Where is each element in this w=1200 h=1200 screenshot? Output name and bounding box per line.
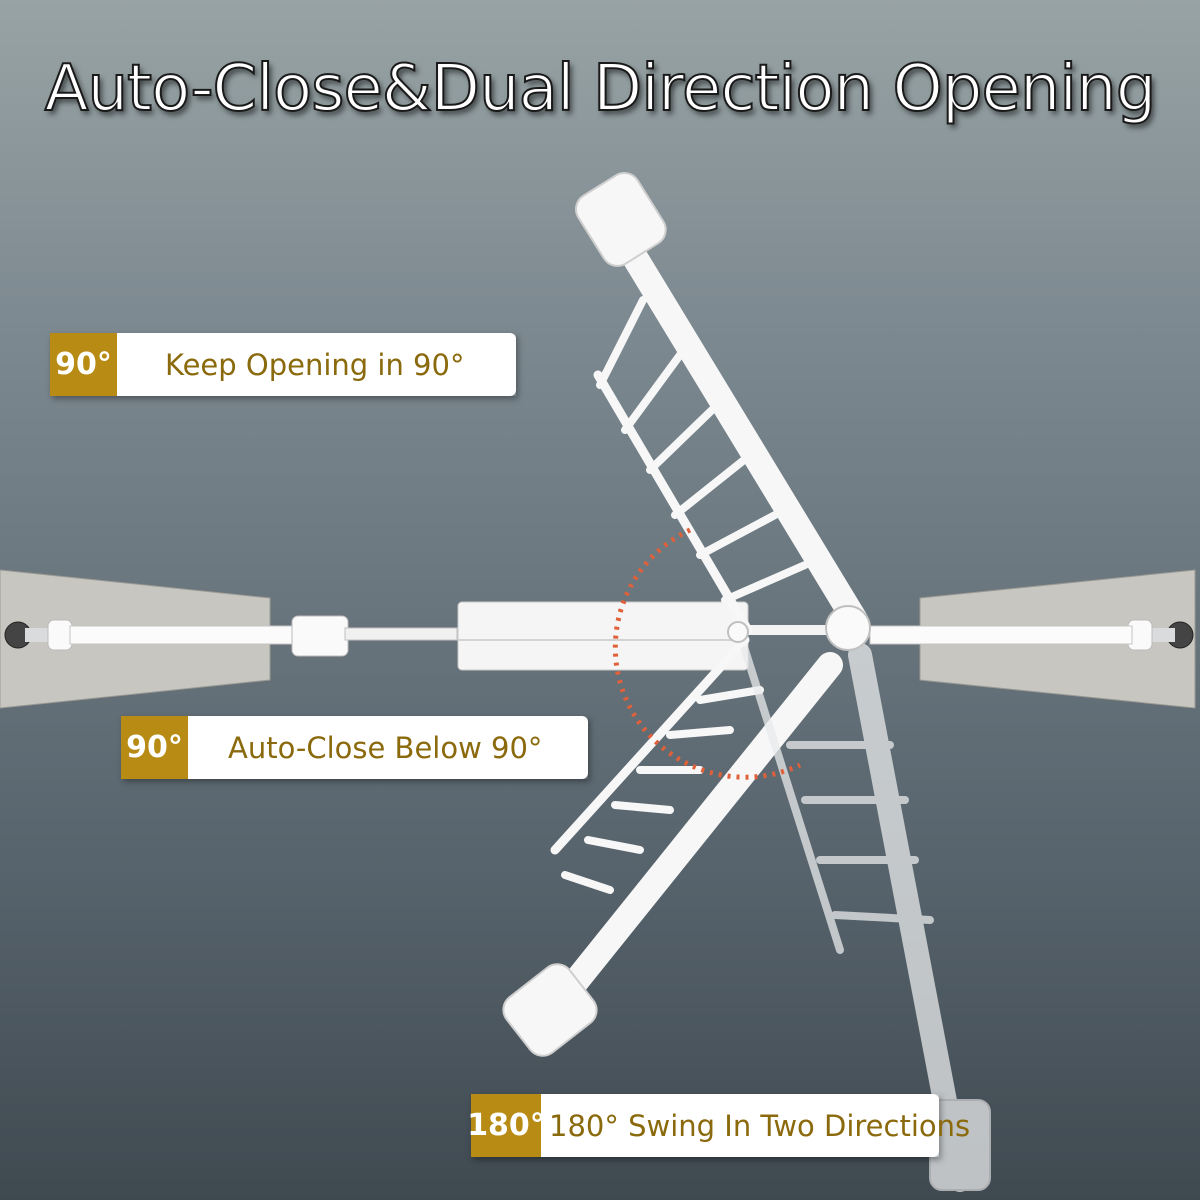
gate-ghost-swing <box>741 643 991 1192</box>
callout-text: Auto-Close Below 90° <box>188 716 588 779</box>
callout-swing: 180° 180° Swing In Two Directions <box>467 1094 970 1157</box>
gate-open-upper <box>575 172 868 635</box>
left-rod <box>69 625 296 645</box>
gate-open-lower <box>502 635 843 1057</box>
closed-gate-panel <box>457 601 749 671</box>
left-rod-clamp <box>291 615 349 657</box>
angle-badge: 90° <box>50 333 117 396</box>
page-title: Auto-Close&Dual Direction Opening <box>44 51 1158 127</box>
angle-badge: 180° <box>467 1094 545 1157</box>
callout-keep-open: 90° Keep Opening in 90° <box>50 333 516 396</box>
left-rod-knob <box>47 619 73 651</box>
left-rod-extension <box>344 627 458 641</box>
latch <box>727 621 749 643</box>
callout-text: Keep Opening in 90° <box>117 333 516 396</box>
angle-badge: 90° <box>121 716 188 779</box>
callout-text: 180° Swing In Two Directions <box>541 1094 970 1157</box>
hinge <box>825 605 871 651</box>
right-rod <box>869 625 1133 645</box>
callout-auto-close: 90° Auto-Close Below 90° <box>121 716 588 779</box>
